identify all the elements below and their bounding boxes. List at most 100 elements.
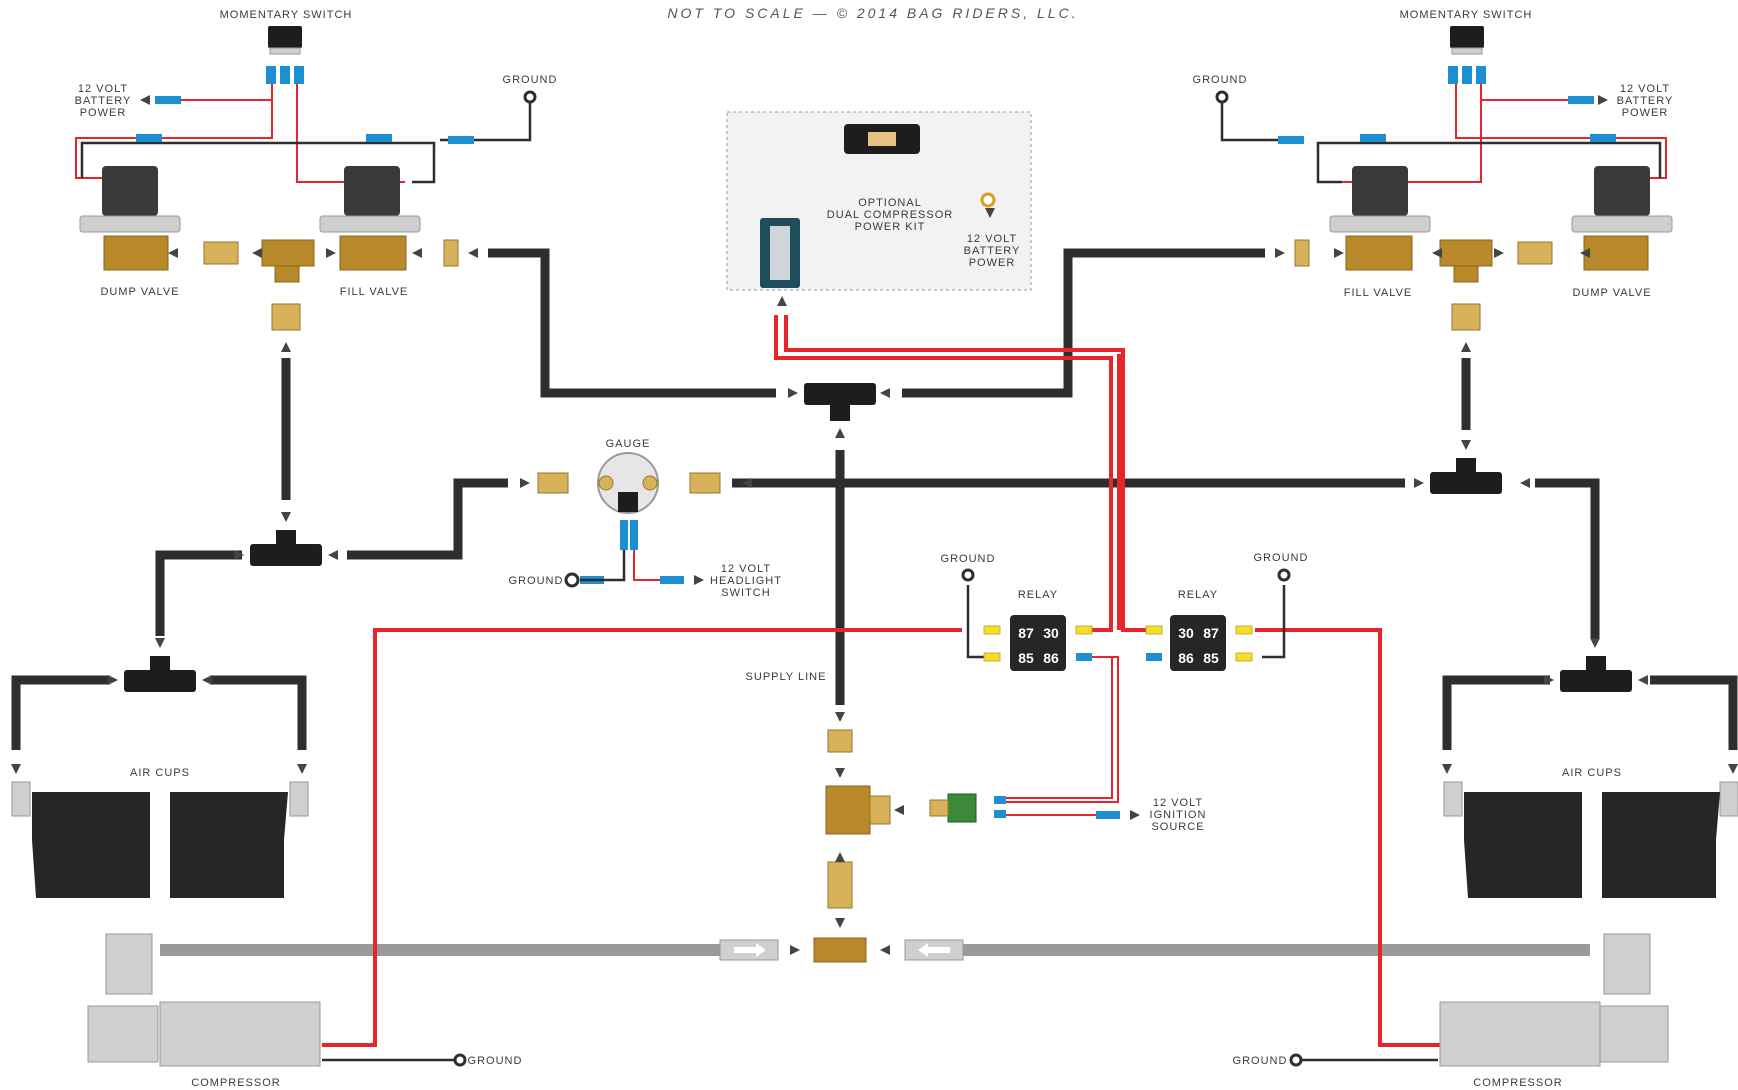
gauge-fitting-right: [689, 472, 721, 494]
tee-right-cups-stem: [1586, 656, 1606, 670]
relay-right-terminal-86: [1146, 653, 1162, 661]
label-momentary-switch-left: MOMENTARY SWITCH: [220, 9, 353, 21]
label-fill-valve-right: FILL VALVE: [1344, 287, 1413, 299]
connector-right-2: [1360, 134, 1386, 142]
switch-body-right: [1450, 26, 1484, 48]
ground-terminal-left-icon: [523, 90, 537, 104]
gauge: GAUGE GROUND 12 VOLT HEADLIGHT SWITCH: [509, 438, 781, 599]
momentary-switch-right: MOMENTARY SWITCH: [1400, 9, 1531, 84]
brass-tee-left: [261, 239, 315, 267]
power-kit: OPTIONAL DUAL COMPRESSOR POWER KIT 12 VO…: [726, 111, 1032, 291]
ground-terminal-right-icon: [1215, 90, 1229, 104]
tee-right-mid: [1430, 472, 1502, 494]
switch-connector-left-1: [266, 66, 276, 84]
check-valve-arrow-right-icon: [918, 943, 950, 957]
label-compressor-left: COMPRESSOR: [191, 1077, 280, 1089]
compressor-left-motor: [159, 1001, 321, 1067]
air-cups-left: AIR CUPS: [11, 767, 309, 898]
label-power-kit-1: OPTIONAL: [858, 197, 922, 209]
gauge-port-left: [598, 475, 614, 491]
arrow-icon-24: [155, 638, 165, 648]
hose-left-to-gauge: [347, 478, 508, 560]
battery-ring-terminal-icon: [980, 192, 996, 208]
relay-right-ground-icon: [1277, 568, 1291, 582]
wire-right-ground-top: [1220, 100, 1300, 142]
label-power-kit-3: POWER KIT: [855, 221, 926, 233]
compressor-right-block: [1597, 1005, 1669, 1063]
relay-right-pin-87: 87: [1203, 625, 1219, 641]
arrow-icon-33: [1728, 764, 1738, 774]
arrow-icon-8: [1432, 248, 1442, 258]
label-ignition-1: 12 VOLT: [1153, 797, 1203, 809]
fill-valve-body-left: [339, 235, 407, 271]
supply-fitting-bottom: [827, 861, 853, 909]
arrow-icon-13: [835, 428, 845, 438]
tee-left-cups: [124, 670, 196, 692]
relay-left-pin-87: 87: [1018, 625, 1034, 641]
relay-left-terminal-86: [1076, 653, 1092, 661]
connector-right-1: [1590, 134, 1616, 142]
arrow-icon-15: [742, 478, 752, 488]
label-battery-left-3: POWER: [80, 107, 127, 119]
relay-left-pin-86: 86: [1043, 650, 1059, 666]
label-dump-valve-right: DUMP VALVE: [1572, 287, 1651, 299]
brass-tee-left-stem: [274, 265, 300, 283]
momentary-switch-left: MOMENTARY SWITCH: [220, 9, 353, 84]
braided-lines: [160, 939, 1590, 961]
fill-valve-body-right: [1345, 235, 1413, 271]
fill-valve-solenoid-left: [344, 166, 400, 216]
label-compressor-right: COMPRESSOR: [1473, 1077, 1562, 1089]
arrow-icon-39: [880, 945, 890, 955]
label-battery-center-1: 12 VOLT: [967, 233, 1017, 245]
label-ground-comp-right: GROUND: [1233, 1055, 1288, 1067]
label-relay-left: RELAY: [1018, 589, 1058, 601]
fitting-tee-right-down: [1451, 303, 1481, 331]
label-gauge: GAUGE: [606, 438, 651, 450]
arrow-icon-19: [281, 512, 291, 522]
diagram-title: NOT TO SCALE — © 2014 BAG RIDERS, LLC.: [667, 5, 1078, 21]
label-battery-center-3: POWER: [969, 257, 1016, 269]
arrow-icon-38: [790, 945, 800, 955]
arrow-icon-28: [1544, 675, 1554, 685]
relay-right-terminal-30: [1145, 625, 1163, 635]
wire-left-ground-top: [440, 100, 532, 142]
wire-relay-right-ground: [1262, 585, 1286, 659]
air-hoses: [11, 248, 1738, 750]
arrow-icon-18: [281, 342, 291, 352]
air-cup-left-a: [32, 792, 150, 898]
arrow-icon-10: [1580, 248, 1590, 258]
connector-battery-left: [155, 96, 181, 104]
air-cup-right-a: [1464, 792, 1582, 898]
compressor-right-ground-icon: [1289, 1053, 1303, 1067]
relay-right: 30 87 86 85 GROUND RELAY: [1145, 552, 1307, 671]
dump-valve-solenoid-left: [102, 166, 158, 216]
connector-gauge-headlight: [660, 576, 684, 584]
label-air-cups-left: AIR CUPS: [130, 767, 190, 779]
wire-relay-left-30: [774, 315, 1113, 632]
label-ground-left-top: GROUND: [503, 74, 558, 86]
label-dump-valve-left: DUMP VALVE: [100, 286, 179, 298]
air-cups-right: AIR CUPS: [1443, 767, 1738, 898]
relay-left-pin-85: 85: [1018, 650, 1034, 666]
tee-left-mid: [250, 544, 322, 566]
arrow-icon-41: [985, 208, 995, 218]
relay-left-ground-icon: [961, 568, 975, 582]
switch-connector-right-3: [1476, 66, 1486, 84]
compressor-right: GROUND COMPRESSOR: [1233, 933, 1669, 1089]
hose-left-fill-to-tee: [488, 248, 776, 398]
air-cup-fitting-right-b: [1719, 781, 1738, 817]
pressure-switch-connector-2: [994, 810, 1006, 818]
wire-gauge-headlight: [633, 530, 668, 581]
arrow-icon-37: [835, 918, 845, 928]
air-cup-right-b: [1602, 792, 1720, 898]
gauge-face-icon: [597, 452, 659, 514]
hose-right-to-aircups: [1535, 478, 1600, 638]
relay-right-terminal-85: [1235, 652, 1253, 662]
pressure-switch-port: [869, 795, 891, 825]
compressor-left: GROUND COMPRESSOR: [87, 933, 521, 1089]
arrow-icon-26: [108, 675, 118, 685]
compressor-right-head: [1603, 933, 1651, 995]
arrow-icon-3: [326, 248, 336, 258]
label-relay-right: RELAY: [1178, 589, 1218, 601]
